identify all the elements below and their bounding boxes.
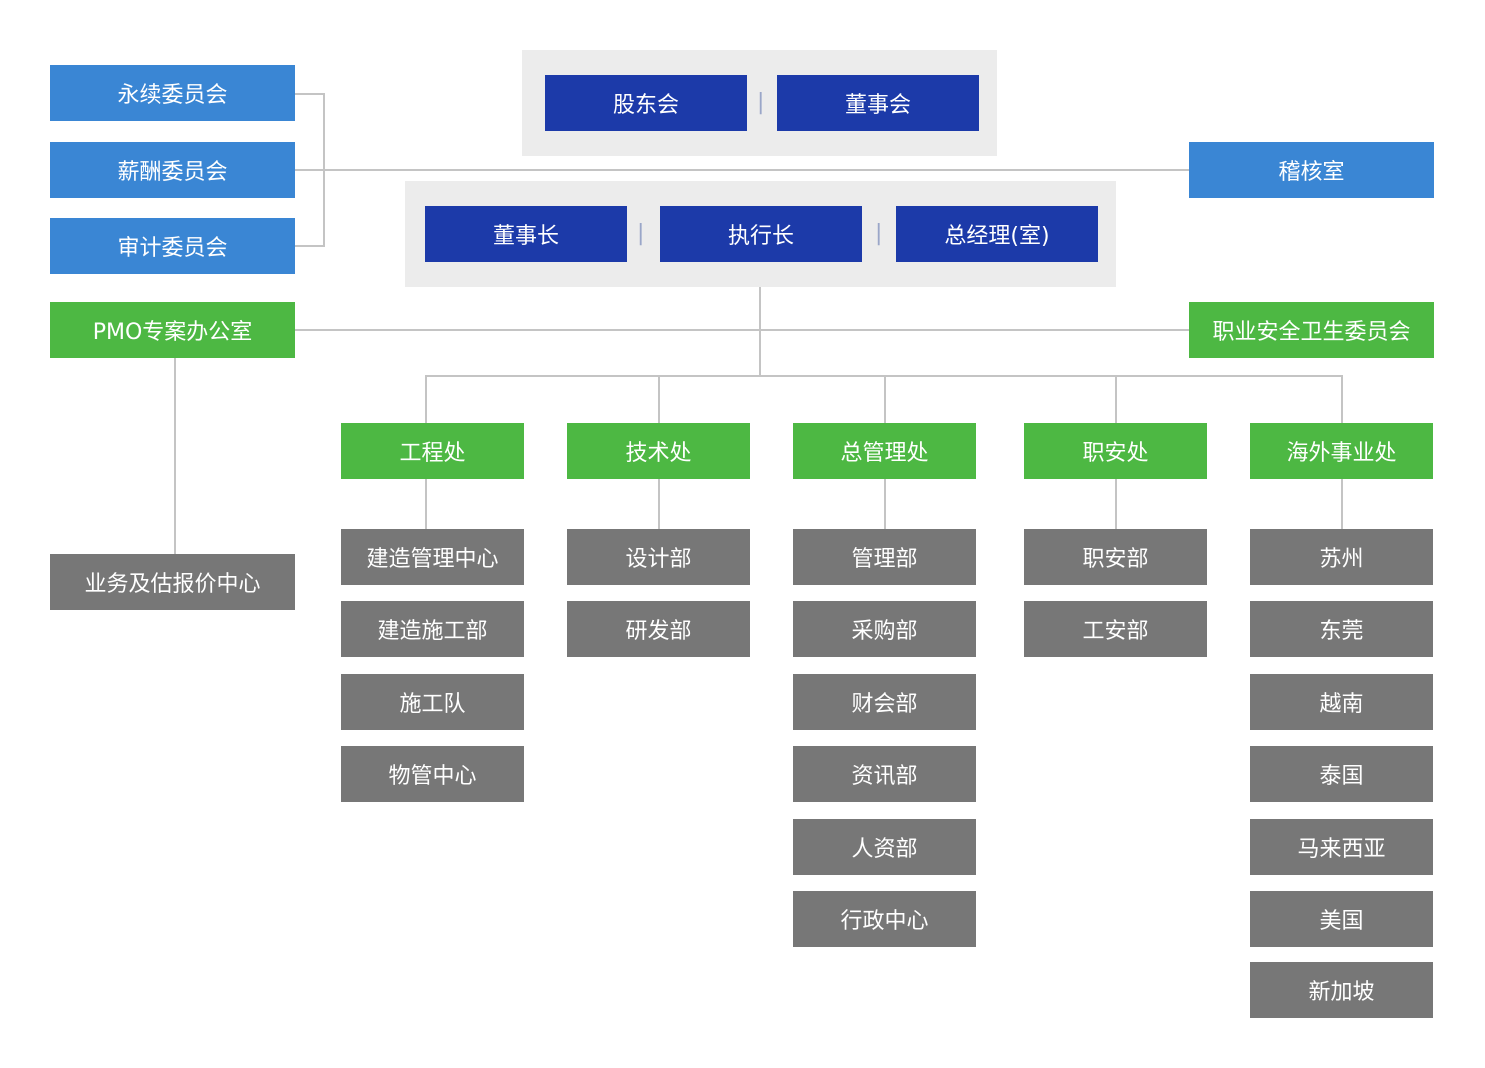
unit-box: 人资部 [793,819,976,875]
committee-audit-connector [295,169,1190,171]
pmo-child-line [174,357,176,555]
unit-box: 建造施工部 [341,601,524,657]
compensation-committee-box: 薪酬委员会 [50,142,295,198]
unit-box: 资讯部 [793,746,976,802]
osh-committee-box: 职业安全卫生委员会 [1189,302,1434,358]
division-drop-3 [884,375,886,423]
division-overseas-box: 海外事业处 [1250,423,1433,479]
unit-box: 新加坡 [1250,962,1433,1018]
division-engineering-box: 工程处 [341,423,524,479]
unit-box: 工安部 [1024,601,1207,657]
sustainability-committee-box: 永续委员会 [50,65,295,121]
general-manager-box: 总经理(室) [896,206,1098,262]
unit-box: 行政中心 [793,891,976,947]
unit-box: 职安部 [1024,529,1207,585]
chairman-box: 董事长 [425,206,627,262]
unit-box: 物管中心 [341,746,524,802]
board-separator: | [757,90,765,115]
division-general-management-box: 总管理处 [793,423,976,479]
committee-bracket-top [295,93,325,95]
unit-box: 建造管理中心 [341,529,524,585]
unit-box: 越南 [1250,674,1433,730]
division-1-unit-line [425,478,427,529]
ceo-box: 执行长 [660,206,862,262]
shareholders-meeting-box: 股东会 [545,75,747,131]
division-technology-box: 技术处 [567,423,750,479]
division-occupational-safety-box: 职安处 [1024,423,1207,479]
board-of-directors-box: 董事会 [777,75,979,131]
executive-separator-2: | [875,221,883,246]
executive-separator-1: | [637,221,645,246]
division-drop-4 [1115,375,1117,423]
pmo-osh-connector [295,329,1190,331]
audit-room-box: 稽核室 [1189,142,1434,198]
committee-bracket-bottom [295,245,325,247]
unit-box: 泰国 [1250,746,1433,802]
division-5-unit-line [1341,478,1343,529]
unit-box: 苏州 [1250,529,1433,585]
division-4-unit-line [1115,478,1117,529]
division-drop-5 [1341,375,1343,423]
unit-box: 施工队 [341,674,524,730]
unit-box: 管理部 [793,529,976,585]
division-3-unit-line [884,478,886,529]
audit-committee-box: 审计委员会 [50,218,295,274]
unit-box: 设计部 [567,529,750,585]
business-quotation-center-box: 业务及估报价中心 [50,554,295,610]
pmo-office-box: PMO专案办公室 [50,302,295,358]
division-drop-2 [658,375,660,423]
unit-box: 财会部 [793,674,976,730]
executive-trunk-line [759,287,761,376]
division-2-unit-line [658,478,660,529]
unit-box: 东莞 [1250,601,1433,657]
unit-box: 采购部 [793,601,976,657]
division-drop-1 [425,375,427,423]
unit-box: 研发部 [567,601,750,657]
unit-box: 美国 [1250,891,1433,947]
unit-box: 马来西亚 [1250,819,1433,875]
